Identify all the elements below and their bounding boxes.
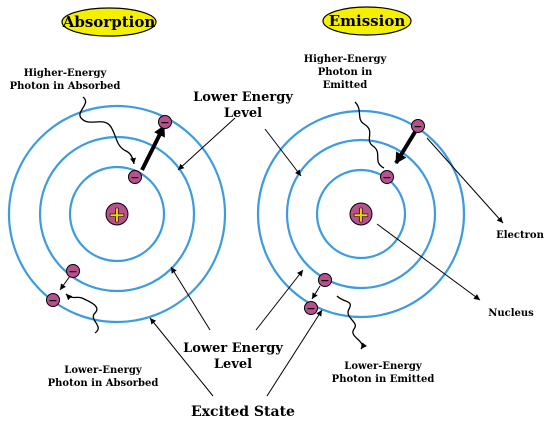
transition-arrows bbox=[59, 125, 417, 300]
arrow-left-excitation bbox=[140, 125, 166, 171]
svg-text:Emitted: Emitted bbox=[323, 80, 368, 91]
orbit-inner-left bbox=[68, 165, 166, 263]
electron-left-excited: − bbox=[158, 115, 172, 129]
orbit-middle-right bbox=[285, 138, 437, 290]
orbit-inner-right bbox=[315, 168, 407, 260]
electron-left-outer: − bbox=[46, 293, 60, 307]
minus-icon: − bbox=[382, 171, 391, 184]
svg-text:Higher-Energy: Higher-Energy bbox=[304, 54, 388, 65]
electron-right-ground: − bbox=[380, 170, 394, 184]
plus-icon: + bbox=[108, 203, 126, 228]
svg-text:Lower-Energy: Lower-Energy bbox=[64, 365, 143, 376]
plus-icon: + bbox=[352, 203, 370, 228]
photon-lower-emitted bbox=[336, 295, 367, 350]
svg-text:Level: Level bbox=[214, 357, 252, 372]
photon-higher-emitted bbox=[354, 101, 385, 169]
photon-waves bbox=[65, 96, 385, 350]
svg-text:Photon in Emitted: Photon in Emitted bbox=[332, 374, 435, 385]
minus-icon: − bbox=[130, 171, 139, 184]
svg-text:Lower Energy: Lower Energy bbox=[193, 90, 293, 105]
photon-higher-absorbed bbox=[79, 96, 136, 165]
arrow-left-lower-transition bbox=[59, 275, 71, 291]
orbit-outer-right bbox=[256, 109, 466, 319]
absorption-title: Absorption bbox=[61, 7, 157, 37]
label-lower-energy-absorbed: Lower-Energy Photon in Absorbed bbox=[48, 365, 159, 389]
absorption-title-text: Absorption bbox=[62, 13, 156, 31]
nucleus-right: + bbox=[349, 202, 373, 228]
label-electron: Electron bbox=[496, 230, 544, 241]
minus-icon: − bbox=[413, 120, 422, 133]
absorption-atom bbox=[7, 104, 227, 324]
emission-atom bbox=[256, 109, 466, 319]
emission-title: Emission bbox=[322, 6, 412, 36]
label-lower-energy-level-top: Lower Energy Level bbox=[193, 90, 293, 121]
electron-right-excited: − bbox=[411, 119, 425, 133]
minus-icon: − bbox=[160, 116, 169, 129]
arrow-right-deexcitation bbox=[394, 130, 417, 165]
orbit-middle-left bbox=[38, 135, 196, 293]
emission-title-text: Emission bbox=[329, 12, 406, 30]
nucleus-left: + bbox=[105, 202, 129, 228]
orbit-outer-left bbox=[7, 104, 227, 324]
label-higher-energy-emitted: Higher-Energy Photon in Emitted bbox=[304, 54, 388, 91]
svg-text:Photon in: Photon in bbox=[318, 67, 373, 78]
label-excited-state: Excited State bbox=[191, 404, 295, 420]
svg-text:Lower-Energy: Lower-Energy bbox=[344, 361, 423, 372]
svg-text:Lower Energy: Lower Energy bbox=[183, 341, 283, 356]
electron-right-middle: − bbox=[318, 273, 332, 287]
electron-right-outer: − bbox=[304, 301, 318, 315]
electron-left-middle: − bbox=[66, 264, 80, 278]
label-higher-energy-absorbed: Higher-Energy Photon in Absorbed bbox=[10, 68, 121, 92]
pointer-lines bbox=[149, 117, 504, 397]
arrow-right-lower-transition bbox=[311, 285, 321, 300]
label-lower-energy-emitted: Lower-Energy Photon in Emitted bbox=[332, 361, 435, 385]
svg-text:Level: Level bbox=[224, 106, 262, 121]
label-lower-energy-level-bottom: Lower Energy Level bbox=[183, 341, 283, 372]
svg-text:Photon in Absorbed: Photon in Absorbed bbox=[10, 81, 121, 92]
minus-icon: − bbox=[306, 302, 315, 315]
svg-text:Photon in Absorbed: Photon in Absorbed bbox=[48, 378, 159, 389]
minus-icon: − bbox=[48, 294, 57, 307]
svg-text:Higher-Energy: Higher-Energy bbox=[24, 68, 108, 79]
minus-icon: − bbox=[320, 274, 329, 287]
electron-left-ground: − bbox=[128, 170, 142, 184]
label-nucleus: Nucleus bbox=[488, 308, 534, 319]
photon-lower-absorbed bbox=[65, 293, 99, 334]
minus-icon: − bbox=[68, 265, 77, 278]
